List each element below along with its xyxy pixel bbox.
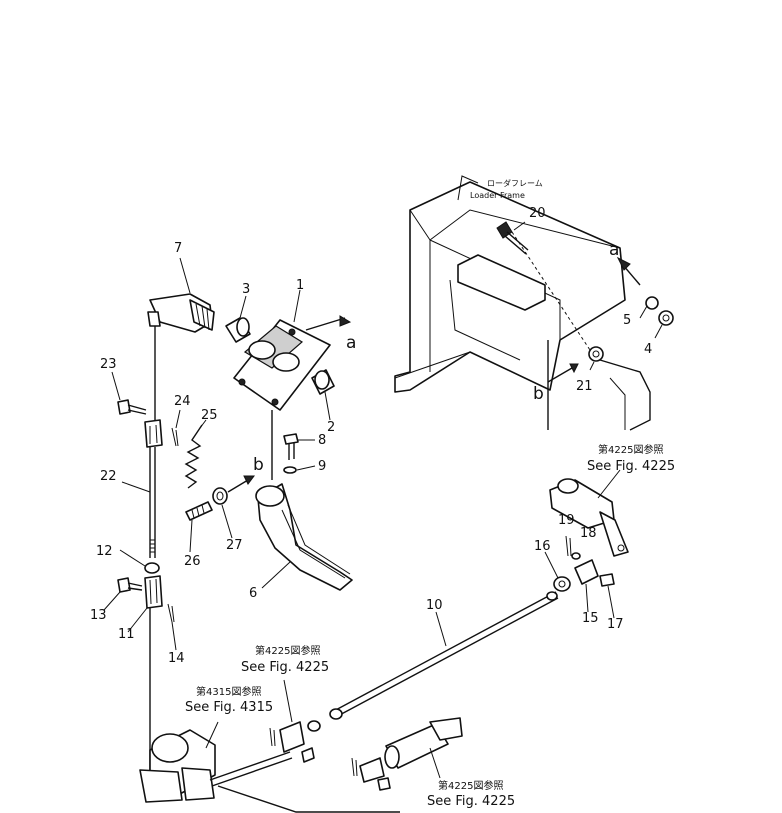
cylinder-bottom: [351, 717, 463, 791]
washer-18: [571, 552, 581, 560]
marker-b-pedal: b: [253, 455, 264, 475]
bolt-17: [599, 573, 615, 619]
pedal-6: [255, 483, 353, 591]
pin-24: [171, 409, 181, 447]
callout-5: 5: [623, 313, 631, 328]
ref-4225-mid-jp: 第4225図参照: [255, 644, 320, 657]
loader-frame: [394, 175, 651, 431]
stud-26: [185, 501, 213, 553]
callout-14: 14: [168, 651, 185, 666]
ref-4225-top-en: See Fig. 4225: [587, 459, 675, 474]
pin-19: [565, 535, 572, 557]
callout-11: 11: [118, 627, 135, 642]
bushing-3: [225, 295, 251, 343]
nut-27: [212, 475, 255, 539]
bolt-23: [111, 371, 147, 415]
ref-4315-jp: 第4315図参照: [196, 685, 261, 698]
callout-9: 9: [318, 459, 326, 474]
callout-12: 12: [96, 544, 113, 559]
callout-10: 10: [426, 598, 443, 613]
bracket-1: [233, 289, 352, 480]
callout-7: 7: [174, 241, 182, 256]
lever-7: [147, 257, 215, 430]
lever-right: [549, 469, 629, 557]
callout-3: 3: [242, 282, 250, 297]
callout-24: 24: [174, 394, 191, 409]
ref-4225-mid-en: See Fig. 4225: [241, 660, 329, 675]
callout-16: 16: [534, 539, 551, 554]
frame-label-en: Loader Frame: [470, 191, 525, 200]
rod-10: [329, 591, 559, 720]
callout-20: 20: [529, 206, 546, 221]
callout-2: 2: [327, 420, 335, 435]
ref-4225-top-jp: 第4225図参照: [598, 443, 663, 456]
nut-16: [544, 551, 571, 592]
frame-label-jp: ローダフレーム: [487, 178, 543, 188]
callout-22: 22: [100, 469, 117, 484]
nut-4-5: [616, 256, 674, 339]
callout-1: 1: [296, 278, 304, 293]
clevis-11: [127, 575, 163, 770]
pin-14: [167, 603, 177, 651]
clevis-mid: [269, 679, 321, 763]
callout-13: 13: [90, 608, 107, 623]
callout-18: 18: [580, 526, 597, 541]
bushing-2: [311, 369, 335, 421]
callout-19: 19: [558, 513, 575, 528]
bolt-8: [283, 433, 315, 460]
callout-26: 26: [184, 554, 201, 569]
bolt-20: [496, 221, 591, 351]
ref-4315-en: See Fig. 4315: [185, 700, 273, 715]
callout-25: 25: [201, 408, 218, 423]
callout-21: 21: [576, 379, 593, 394]
ref-4225-bottom-en: See Fig. 4225: [427, 794, 515, 809]
marker-b-frame: b: [533, 384, 544, 404]
callout-23: 23: [100, 357, 117, 372]
callout-4: 4: [644, 342, 652, 357]
clevis-15: [574, 559, 599, 613]
marker-a-frame: a: [609, 240, 619, 260]
nut-12: [119, 549, 160, 574]
ref-4225-bottom-jp: 第4225図参照: [438, 779, 503, 792]
callout-6: 6: [249, 586, 257, 601]
callout-27: 27: [226, 538, 243, 553]
shaft-bottom: [139, 721, 400, 813]
rod-22: [121, 419, 163, 558]
callout-15: 15: [582, 611, 599, 626]
marker-a-bracket: a: [346, 333, 356, 353]
bolt-13: [103, 577, 143, 611]
callout-17: 17: [607, 617, 624, 632]
spring-25: [184, 419, 207, 489]
washer-9: [283, 465, 316, 474]
callout-8: 8: [318, 433, 326, 448]
nut-21: [547, 346, 604, 383]
